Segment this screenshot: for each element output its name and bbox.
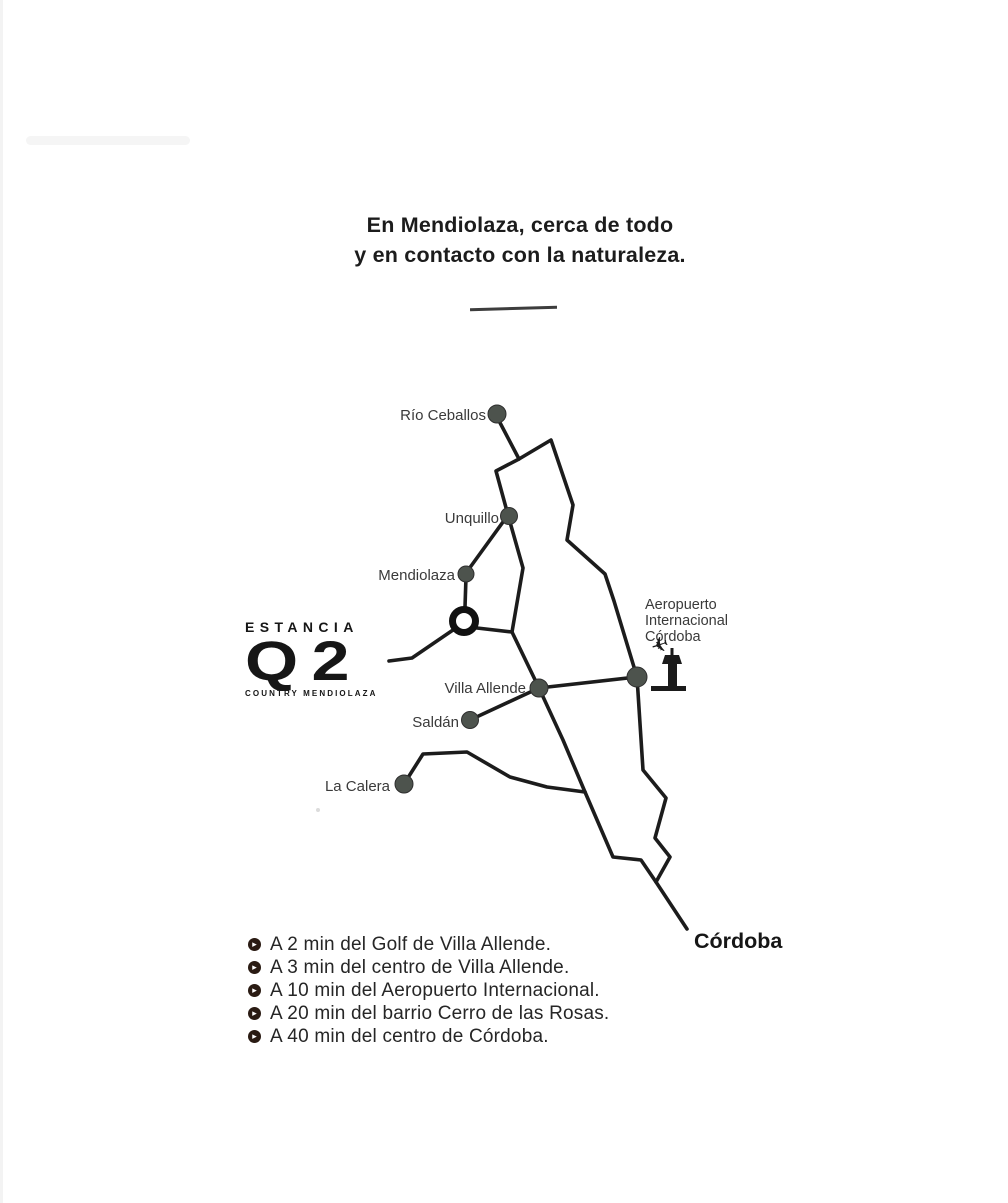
distance-text: A 20 min del barrio Cerro de las Rosas.	[270, 1003, 610, 1024]
map-label-airport-line2: Internacional	[645, 613, 728, 629]
bullet-arrow-icon: ▸	[248, 1030, 261, 1043]
list-item: ▸ A 10 min del Aeropuerto Internacional.	[248, 980, 609, 1003]
map-dot-saldan	[461, 711, 479, 729]
road-junction-to-unquillo	[494, 457, 521, 517]
road-villa-allende-airport	[537, 675, 639, 690]
page-title: En Mendiolaza, cerca de todo y en contac…	[104, 210, 936, 270]
page-title-line2: y en contacto con la naturaleza.	[354, 243, 686, 267]
logo-subtitle-text: COUNTRY MENDIOLAZA	[245, 689, 378, 698]
map-label-rio-ceballos: Río Ceballos	[400, 407, 486, 424]
airport-icon: ✈	[648, 632, 686, 691]
distance-list: ▸ A 2 min del Golf de Villa Allende. ▸ A…	[248, 934, 609, 1049]
list-item: ▸ A 2 min del Golf de Villa Allende.	[248, 934, 609, 957]
map-dot-la-calera	[394, 774, 414, 794]
distance-text: A 10 min del Aeropuerto Internacional.	[270, 980, 600, 1001]
page-title-line1: En Mendiolaza, cerca de todo	[366, 213, 674, 237]
tower-cap	[662, 655, 682, 664]
map-labels: Río Ceballos Unquillo Mendiolaza Villa A…	[325, 407, 783, 953]
road-la-calera	[402, 750, 587, 794]
road-unquillo-mendiolaza	[464, 513, 510, 575]
scan-edge-artifact	[0, 0, 3, 1203]
logo-estancia-text: ESTANCIA	[245, 619, 359, 635]
map-label-mendiolaza: Mendiolaza	[378, 567, 455, 584]
scan-speck-artifact	[316, 808, 320, 812]
map-label-la-calera: La Calera	[325, 778, 391, 795]
map-dot-mendiolaza	[457, 565, 475, 583]
distance-text: A 3 min del centro de Villa Allende.	[270, 957, 570, 978]
scan-smudge-artifact	[26, 136, 190, 145]
list-item: ▸ A 3 min del centro de Villa Allende.	[248, 957, 609, 980]
map-label-cordoba: Córdoba	[694, 929, 783, 953]
logo-estancia-q2: ESTANCIA Q2 COUNTRY MENDIOLAZA	[245, 619, 379, 698]
road-estancia-junction	[475, 626, 514, 634]
logo-q2-text: Q2	[245, 629, 363, 692]
estancia-q2-marker-ring	[449, 606, 479, 636]
map-dot-rio-ceballos	[487, 404, 507, 424]
map-dot-unquillo	[500, 507, 518, 525]
list-item: ▸ A 40 min del centro de Córdoba.	[248, 1026, 609, 1049]
map-dot-villa-allende	[529, 678, 549, 698]
bullet-arrow-icon: ▸	[248, 984, 261, 997]
distance-text: A 2 min del Golf de Villa Allende.	[270, 934, 552, 955]
distance-text: A 40 min del centro de Córdoba.	[270, 1026, 549, 1047]
road-unquillo-villa-allende	[506, 513, 541, 690]
road-rio-ceballos-highway	[495, 415, 639, 679]
map-label-villa-allende: Villa Allende	[445, 680, 526, 697]
road-logo-connector	[387, 628, 455, 663]
map-label-airport-line3: Córdoba	[645, 629, 702, 645]
bullet-arrow-icon: ▸	[248, 1007, 261, 1020]
bullet-arrow-icon: ▸	[248, 938, 261, 951]
map-dots	[394, 404, 648, 794]
map-label-unquillo: Unquillo	[445, 510, 499, 527]
road-airport-south	[635, 675, 672, 884]
map-label-airport-line1: Aeropuerto	[645, 597, 717, 613]
tower-body	[668, 664, 677, 686]
bullet-arrow-icon: ▸	[248, 961, 261, 974]
road-villa-allende-saldan	[468, 686, 541, 722]
airplane-icon: ✈	[648, 632, 672, 659]
map-dot-airport	[626, 666, 648, 688]
tower-antenna	[670, 648, 674, 655]
map-label-saldan: Saldán	[412, 714, 459, 731]
list-item: ▸ A 20 min del barrio Cerro de las Rosas…	[248, 1003, 609, 1026]
tower-base	[651, 686, 686, 691]
